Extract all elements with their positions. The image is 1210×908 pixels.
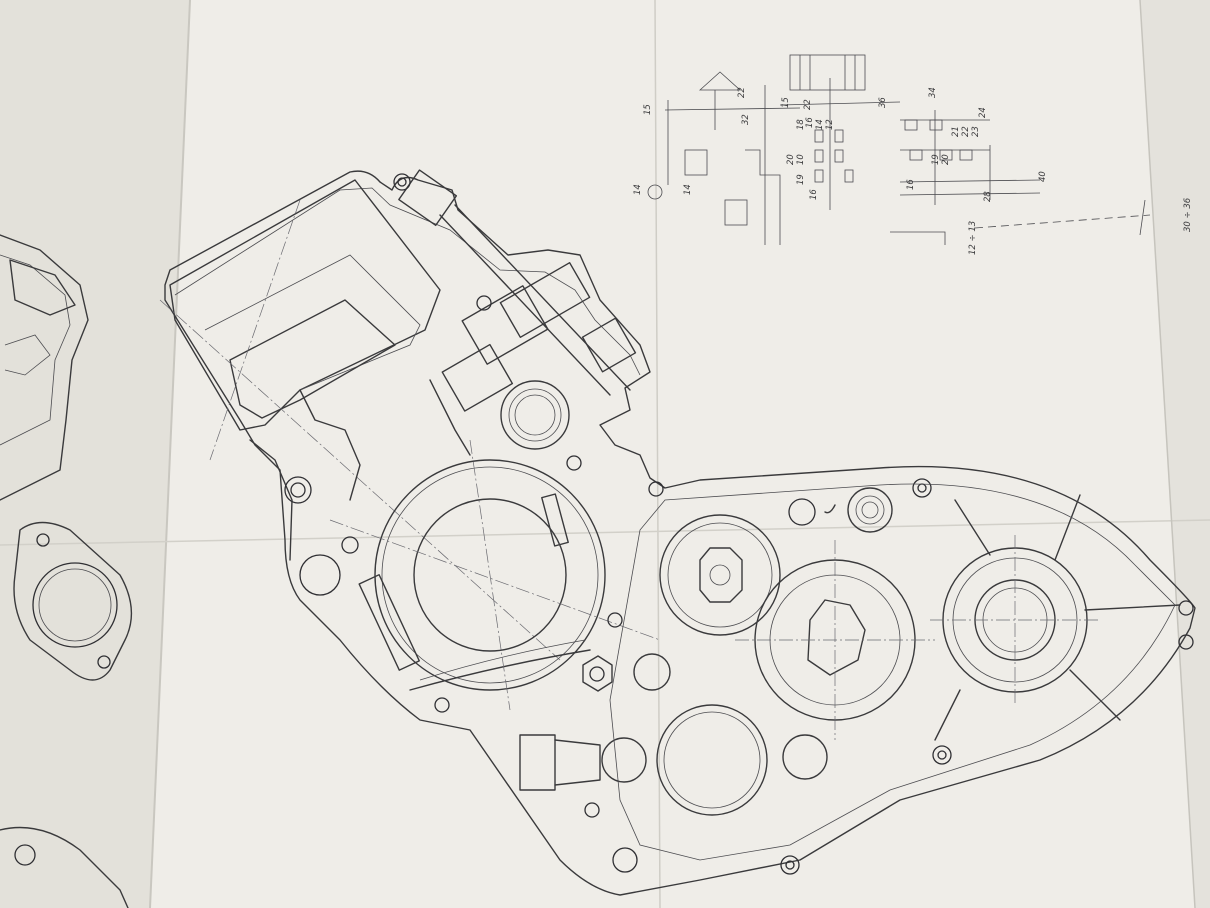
paper-left-shadow — [0, 0, 190, 908]
schematic-label: 15 — [781, 97, 791, 108]
gear-pairs — [814, 119, 973, 183]
schematic-label: 14 — [683, 184, 693, 195]
schematic-label: 14 — [633, 184, 643, 195]
mounting-holes — [284, 173, 1194, 875]
schematic-label: 21 — [951, 126, 961, 137]
schematic-label: 14 — [815, 119, 825, 130]
fold-line-horizontal — [0, 519, 1210, 546]
schematic-label: 12 ÷ 13 — [968, 221, 978, 255]
schematic-lines — [647, 54, 1151, 245]
schematic-label: 18 — [796, 119, 806, 130]
schematic-label: 16 — [805, 117, 815, 128]
fold-line-vertical-right — [1139, 0, 1196, 908]
schematic-label: 30 ÷ 36 — [1183, 197, 1193, 232]
schematic-label: 34 — [928, 87, 938, 98]
schematic-label: 22 — [961, 126, 971, 137]
schematic-label: 32 — [741, 114, 751, 125]
schematic-label: 36 — [878, 97, 888, 108]
valve-mechanism — [398, 169, 637, 450]
main-crankcase — [159, 170, 1196, 896]
schematic-label: 20 — [786, 154, 796, 165]
schematic-label: 15 — [643, 104, 653, 115]
schematic-label: 12 — [825, 119, 835, 130]
fold-line-vertical-mid — [654, 0, 661, 908]
schematic-label: 16 — [809, 189, 819, 200]
schematic-label: 10 — [796, 154, 806, 165]
schematic-label: 19 — [931, 154, 941, 165]
schematic-label: 22 — [737, 87, 747, 98]
schematic-label: 40 — [1038, 171, 1048, 182]
schematic-label: 16 — [906, 179, 916, 190]
fold-line-vertical-left — [149, 0, 191, 908]
schematic-label: 28 — [983, 191, 993, 202]
cover-inner-contour — [609, 483, 1176, 861]
schematic-labels: 15 15 32 22 22 16 18 14 12 10 20 19 16 1… — [633, 87, 1193, 255]
crankcase-outline — [164, 170, 1196, 896]
schematic-label: 23 — [971, 126, 981, 137]
left-partial-crankcase — [0, 234, 133, 908]
paper-right-margin — [1140, 0, 1210, 908]
schematic-label: 19 — [796, 174, 806, 185]
schematic-label: 22 — [803, 99, 813, 110]
gearbox-schematic: 15 15 32 22 22 16 18 14 12 10 20 19 16 1… — [633, 54, 1193, 255]
schematic-label: 20 — [941, 154, 951, 165]
crank-bore — [329, 439, 661, 711]
schematic-label: 24 — [978, 107, 988, 118]
gearbox — [519, 487, 1181, 816]
